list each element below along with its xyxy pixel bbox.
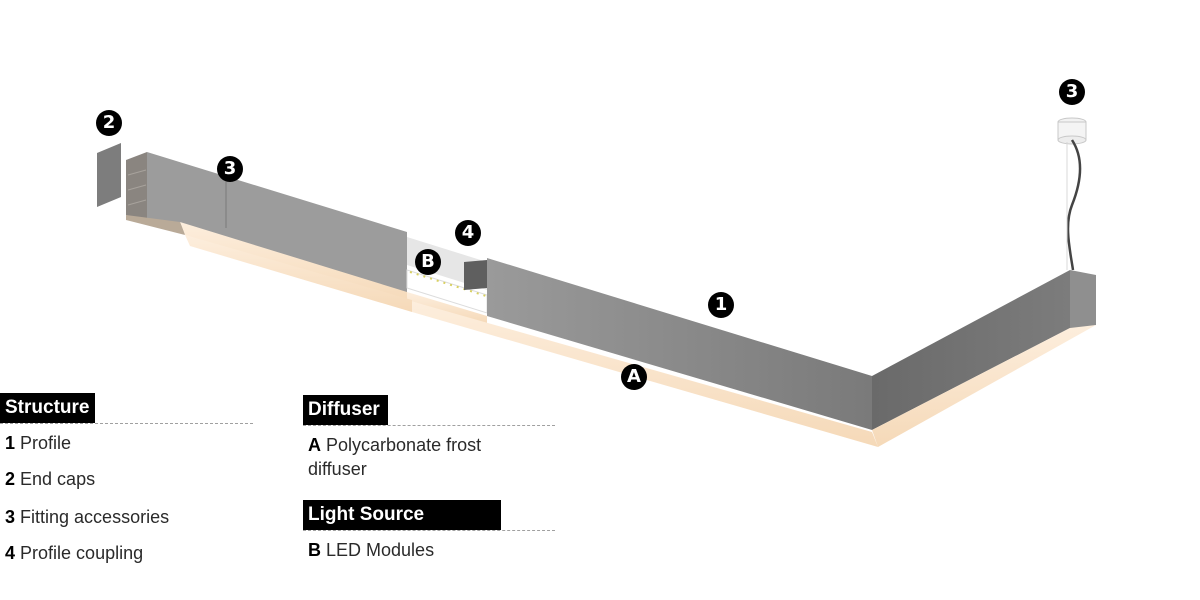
legend-diffuser: Diffuser A Polycarbonate frost diffuser — [303, 395, 555, 485]
legend-light-source: Light Source B LED Modules — [303, 500, 555, 570]
legend-item: A Polycarbonate frost — [308, 435, 482, 455]
legend-item: 2 End caps — [5, 469, 96, 489]
divider — [0, 423, 253, 424]
profile-left-section — [126, 152, 407, 306]
marker-a-diffuser: A — [621, 364, 647, 390]
legend-structure-title: Structure — [0, 393, 96, 423]
end-cap-part — [97, 143, 121, 207]
marker-b-led: B — [415, 249, 441, 275]
marker-3-fitting: 3 — [217, 156, 243, 182]
marker-3-suspension: 3 — [1059, 79, 1085, 105]
legend-light-source-title: Light Source — [303, 500, 501, 530]
marker-1-profile: 1 — [708, 292, 734, 318]
legend-item: 3 Fitting accessories — [5, 507, 170, 527]
divider — [303, 530, 555, 531]
suspension-kit — [1057, 117, 1087, 271]
legend-item: 4 Profile coupling — [5, 543, 144, 563]
legend-item: B LED Modules — [308, 540, 435, 560]
marker-2-end-caps: 2 — [96, 110, 122, 136]
legend-item-continuation: diffuser — [308, 459, 367, 479]
profile-right-section — [872, 270, 1096, 447]
legend-structure: Structure 1 Profile 2 End caps 3 Fitting… — [0, 393, 253, 573]
marker-4-coupling: 4 — [455, 220, 481, 246]
legend-diffuser-title: Diffuser — [303, 395, 388, 425]
legend-item: 1 Profile — [5, 433, 72, 453]
divider — [303, 425, 555, 426]
